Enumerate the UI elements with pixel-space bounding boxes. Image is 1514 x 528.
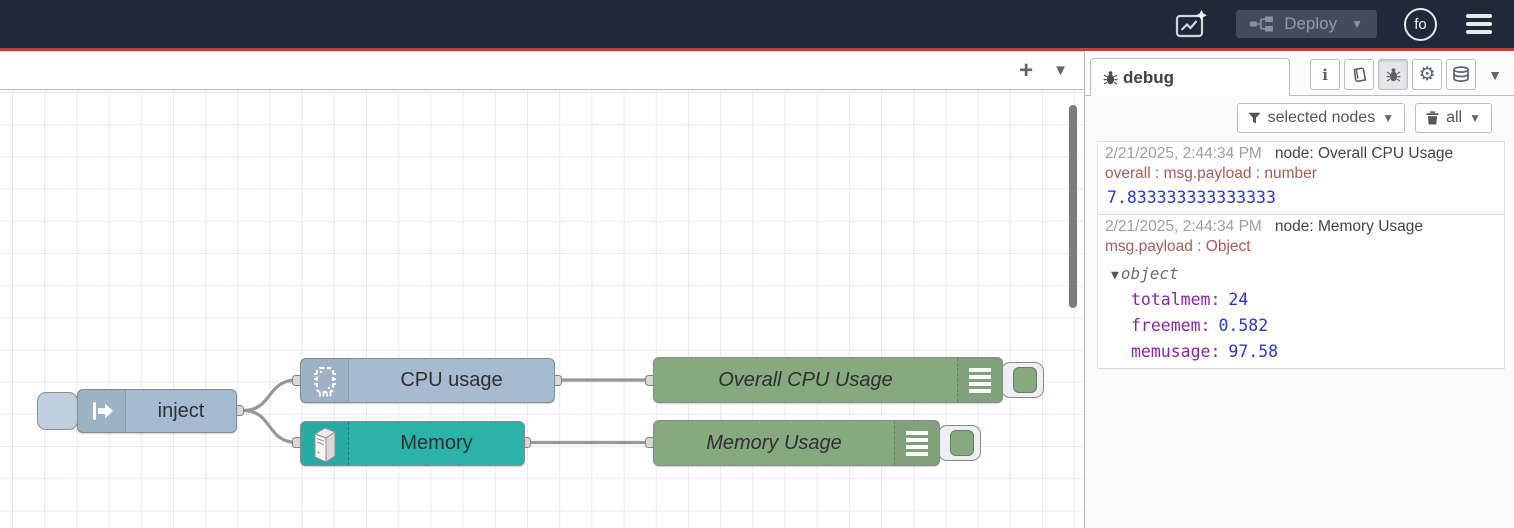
inject-trigger-button[interactable] bbox=[37, 392, 78, 430]
node-debug-overall-cpu[interactable]: Overall CPU Usage bbox=[653, 357, 1003, 403]
node-memory[interactable]: Memory bbox=[300, 421, 525, 466]
flow-sparkle-icon[interactable] bbox=[1175, 9, 1209, 40]
tree-value: 97.58 bbox=[1228, 342, 1279, 361]
clear-label: all bbox=[1446, 109, 1463, 126]
filter-label: selected nodes bbox=[1267, 109, 1376, 126]
debug-clear-button[interactable]: all ▼ bbox=[1415, 103, 1492, 133]
debug-toggle-memory-usage[interactable] bbox=[938, 425, 981, 461]
app-header: Deploy ▼ fo bbox=[0, 0, 1514, 51]
node-label: Memory Usage bbox=[706, 431, 842, 454]
filter-icon bbox=[1248, 112, 1261, 124]
message-property: msg.payload : Object bbox=[1105, 238, 1251, 255]
wires bbox=[241, 378, 652, 445]
object-tree-root[interactable]: ▼object bbox=[1111, 264, 1498, 283]
help-tab-button[interactable] bbox=[1344, 59, 1375, 90]
sidebar-options-chevron-down-icon[interactable]: ▼ bbox=[1488, 66, 1502, 83]
config-tab-button[interactable]: ⚙ bbox=[1412, 59, 1443, 90]
deploy-label: Deploy bbox=[1284, 14, 1338, 33]
add-flow-button[interactable]: + bbox=[1019, 56, 1034, 84]
tree-collapse-chevron-down-icon[interactable]: ▼ bbox=[1111, 268, 1119, 283]
debug-toggle-overall[interactable] bbox=[1001, 362, 1044, 398]
debug-list-icon bbox=[957, 358, 1002, 402]
filter-chevron-down-icon: ▼ bbox=[1382, 111, 1395, 125]
wire-inject-cpu bbox=[241, 378, 299, 413]
object-tree-entry: freemem: 0.582 bbox=[1131, 316, 1498, 335]
deploy-chevron-down-icon[interactable]: ▼ bbox=[1351, 17, 1363, 31]
sidebar-tabrow: debug i bbox=[1085, 51, 1514, 96]
debug-filter-button[interactable]: selected nodes ▼ bbox=[1236, 103, 1406, 133]
book-icon bbox=[1353, 67, 1367, 82]
bug-icon bbox=[1103, 70, 1118, 85]
message-property: overall : msg.payload : number bbox=[1105, 165, 1317, 182]
tree-value: 24 bbox=[1228, 290, 1249, 309]
avatar-label: fo bbox=[1414, 15, 1427, 33]
flow-list-chevron-down-icon[interactable]: ▼ bbox=[1053, 62, 1068, 79]
bug-icon bbox=[1386, 67, 1401, 82]
node-label: inject bbox=[157, 399, 205, 422]
debug-toggle-indicator bbox=[950, 429, 974, 456]
tab-label: debug bbox=[1123, 67, 1174, 87]
workspace: + ▼ bbox=[0, 51, 1085, 528]
debug-message[interactable]: 2/21/2025, 2:44:34 PM node: Overall CPU U… bbox=[1098, 142, 1504, 215]
info-tab-button[interactable]: i bbox=[1310, 59, 1341, 90]
tree-key: totalmem: bbox=[1131, 290, 1221, 309]
debug-toggle-indicator bbox=[1013, 366, 1037, 393]
node-cpu-usage[interactable]: CPU usage bbox=[300, 358, 555, 403]
gear-icon: ⚙ bbox=[1418, 64, 1436, 85]
debug-list-icon bbox=[894, 421, 939, 465]
node-inject[interactable]: inject bbox=[77, 389, 237, 433]
deploy-button[interactable]: Deploy ▼ bbox=[1236, 10, 1377, 38]
node-label: CPU usage bbox=[400, 369, 503, 391]
tree-key: memusage: bbox=[1131, 342, 1221, 361]
deploy-icon bbox=[1250, 16, 1274, 32]
object-tree-entry: memusage: 97.58 bbox=[1131, 342, 1498, 361]
node-label: Memory bbox=[400, 432, 473, 454]
debug-message-list: 2/21/2025, 2:44:34 PM node: Overall CPU U… bbox=[1097, 141, 1505, 369]
message-source-node: node: Overall CPU Usage bbox=[1274, 145, 1454, 162]
message-timestamp: 2/21/2025, 2:44:34 PM bbox=[1105, 218, 1262, 235]
object-tree-entry: totalmem: 24 bbox=[1131, 290, 1498, 309]
menu-icon[interactable] bbox=[1464, 12, 1494, 36]
flow-tabbar: + ▼ bbox=[0, 51, 1084, 90]
wire-inject-memory bbox=[241, 408, 299, 445]
canvas-vertical-scrollbar[interactable] bbox=[1069, 105, 1077, 308]
tab-debug[interactable]: debug bbox=[1090, 58, 1290, 96]
tree-key: freemem: bbox=[1131, 316, 1211, 335]
info-icon: i bbox=[1322, 65, 1328, 84]
message-timestamp: 2/21/2025, 2:44:34 PM bbox=[1105, 145, 1262, 162]
debug-toolbar: selected nodes ▼ all ▼ bbox=[1085, 96, 1514, 140]
trash-icon bbox=[1426, 111, 1439, 125]
flow-canvas[interactable]: inject CPU usage bbox=[0, 90, 1084, 528]
context-tab-button[interactable] bbox=[1446, 59, 1477, 90]
clear-chevron-down-icon: ▼ bbox=[1469, 111, 1481, 125]
tree-root-label: object bbox=[1120, 264, 1179, 283]
inject-arrow-icon bbox=[78, 390, 126, 432]
cpu-chip-icon bbox=[301, 359, 349, 402]
user-avatar[interactable]: fo bbox=[1404, 7, 1437, 41]
message-value-number: 7.833333333333333 bbox=[1107, 188, 1276, 207]
node-label: Overall CPU Usage bbox=[718, 368, 893, 391]
sidebar: debug i bbox=[1085, 51, 1514, 528]
debug-tab-button[interactable] bbox=[1378, 59, 1409, 90]
tree-value: 0.582 bbox=[1218, 316, 1269, 335]
main-area: + ▼ bbox=[0, 51, 1514, 528]
node-debug-memory-usage[interactable]: Memory Usage bbox=[653, 420, 940, 466]
database-icon bbox=[1453, 66, 1469, 82]
computer-tower-icon bbox=[301, 422, 349, 465]
message-source-node: node: Memory Usage bbox=[1274, 218, 1424, 235]
